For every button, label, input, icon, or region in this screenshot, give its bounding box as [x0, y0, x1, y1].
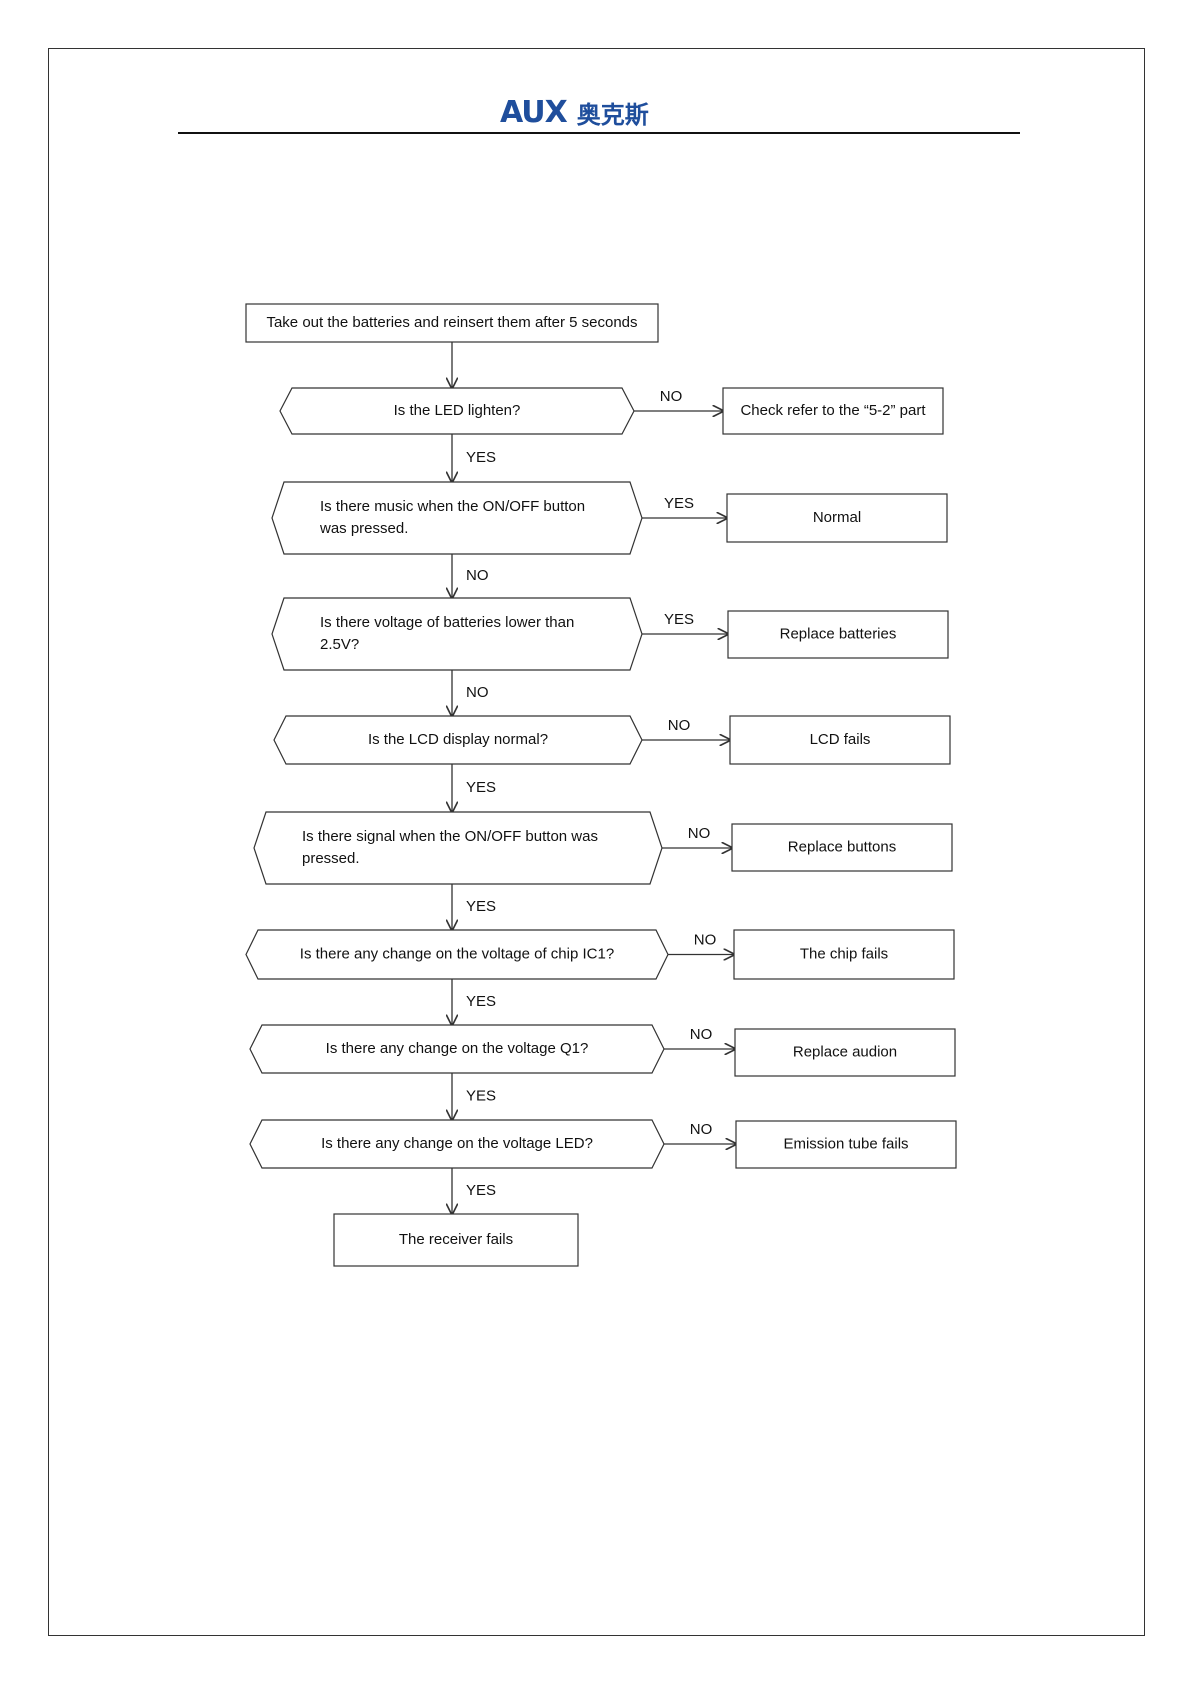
result-box-label: LCD fails [810, 731, 871, 748]
result-box [735, 1120, 957, 1169]
aux-logo: AUX 奥克斯 [500, 92, 720, 132]
branch-label-down: YES [466, 1182, 496, 1199]
header-rule [178, 132, 1020, 134]
result-box-label: Replace batteries [780, 625, 897, 642]
decision-label-line: Is there music when the ON/OFF button [320, 498, 585, 515]
result-box-label: Check refer to the “5-2” part [740, 402, 926, 419]
result-box-label: Replace audion [793, 1043, 897, 1060]
branch-label-right: YES [664, 611, 694, 628]
result-box [722, 387, 944, 435]
decision-label: Is the LCD display normal? [368, 731, 548, 748]
result-box-label: Replace buttons [788, 838, 896, 855]
logo-latin-text: AUX [500, 94, 568, 130]
result-box [734, 1028, 956, 1077]
decision-node [279, 387, 635, 435]
branch-label-down: YES [466, 779, 496, 796]
decision-node [253, 811, 663, 885]
branch-label-down: YES [466, 898, 496, 915]
result-box-label: The chip fails [800, 945, 888, 962]
end-box-label: The receiver fails [399, 1231, 513, 1248]
branch-label-down: YES [466, 449, 496, 466]
decision-label: Is the LED lighten? [394, 402, 521, 419]
decision-node [271, 597, 643, 671]
result-box [733, 929, 955, 980]
logo-cjk-text: 奥克斯 [576, 100, 649, 129]
decision-node [249, 1119, 665, 1169]
result-box-label: Normal [813, 509, 861, 526]
branch-label-right: NO [668, 717, 691, 734]
branch-label-down: YES [466, 993, 496, 1010]
decision-label-line: was pressed. [319, 520, 408, 537]
decision-node [273, 715, 643, 765]
decision-label: Is there any change on the voltage of ch… [300, 945, 614, 962]
decision-label-line: pressed. [302, 850, 360, 867]
decision-node [245, 929, 669, 980]
start-box-label: Take out the batteries and reinsert them… [266, 314, 637, 331]
result-box [726, 493, 948, 543]
branch-label-down: NO [466, 684, 489, 701]
branch-label-right: YES [664, 495, 694, 512]
decision-label: Is there any change on the voltage Q1? [326, 1040, 589, 1057]
branch-label-right: NO [694, 931, 717, 948]
decision-node [271, 481, 643, 555]
decision-label-line: Is there voltage of batteries lower than [320, 614, 574, 631]
branch-label-right: NO [660, 388, 683, 405]
branch-label-down: YES [466, 1087, 496, 1104]
result-box [729, 715, 951, 765]
result-box [727, 610, 949, 659]
branch-label-right: NO [690, 1121, 713, 1138]
decision-node [249, 1024, 665, 1074]
branch-label-right: NO [688, 825, 711, 842]
page-border [48, 48, 1145, 1636]
decision-label-line: 2.5V? [320, 636, 359, 653]
end-box [333, 1213, 579, 1267]
decision-label: Is there any change on the voltage LED? [321, 1135, 593, 1152]
branch-label-right: NO [690, 1026, 713, 1043]
decision-label-line: Is there signal when the ON/OFF button w… [302, 828, 598, 845]
result-box-label: Emission tube fails [783, 1135, 908, 1152]
branch-label-down: NO [466, 567, 489, 584]
start-box [245, 303, 659, 343]
result-box [731, 823, 953, 872]
